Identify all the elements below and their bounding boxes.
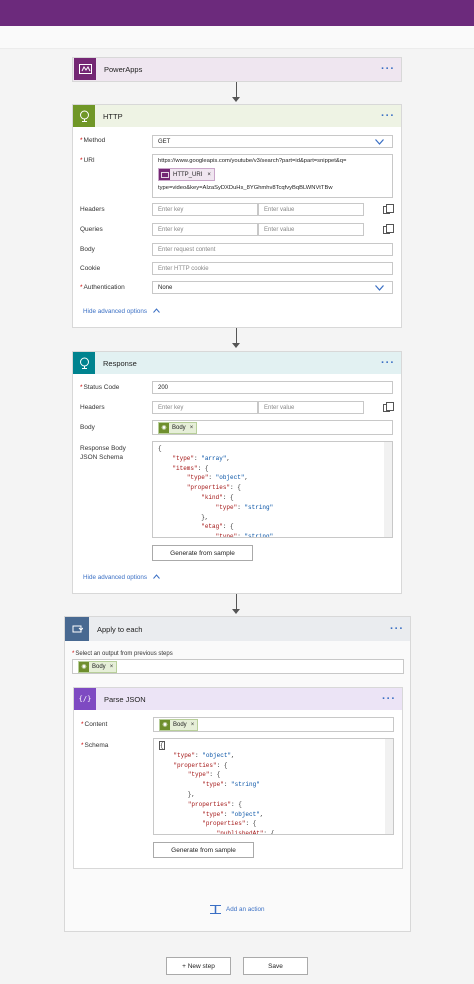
connector-line — [236, 82, 237, 98]
uri-label: *URI — [80, 157, 95, 164]
header-key-input[interactable]: Enter key — [152, 401, 258, 414]
method-select[interactable]: GET — [152, 135, 393, 148]
remove-token-icon[interactable]: × — [109, 663, 114, 670]
remove-token-icon[interactable]: × — [207, 171, 211, 178]
header-value-input[interactable]: Enter value — [258, 401, 364, 414]
http-header[interactable]: HTTP ··· — [73, 105, 401, 127]
remove-token-icon[interactable]: × — [189, 424, 194, 431]
powerapps-icon — [159, 169, 170, 180]
body-token[interactable]: ◉Body× — [78, 660, 118, 673]
powerapps-icon — [74, 58, 96, 80]
more-options-icon[interactable]: ··· — [390, 623, 404, 635]
powerapps-header[interactable]: PowerApps ··· — [73, 58, 401, 80]
uri-token-label: HTTP_URI — [173, 171, 203, 178]
schema-editor[interactable]: { "type": "object", "properties": { "typ… — [153, 738, 394, 835]
uri-text-line2: type=video&key=AIzaSyDXDuHs_8YGhmhv8Tcqf… — [158, 185, 333, 191]
schema-editor[interactable]: { "type": "array", "items": { "type": "o… — [152, 441, 393, 538]
switch-to-text-icon[interactable] — [383, 224, 394, 234]
schema-label: *Schema — [81, 742, 109, 749]
more-options-icon[interactable]: ··· — [381, 357, 395, 369]
braces-icon: {/} — [74, 688, 96, 710]
connector-arrow — [232, 609, 240, 614]
select-output-label: *Select an output from previous steps — [72, 651, 173, 657]
connector-arrow — [232, 97, 240, 102]
remove-token-icon[interactable]: × — [190, 721, 195, 728]
select-output-input[interactable]: ◉Body× — [72, 659, 404, 674]
apply-to-each-card: Apply to each ··· *Select an output from… — [64, 616, 411, 932]
http-title: HTTP — [103, 111, 123, 121]
header-value-input[interactable]: Enter value — [258, 203, 364, 216]
uri-token[interactable]: HTTP_URI × — [158, 168, 215, 181]
response-card: Response ··· *Status Code 200 Headers En… — [72, 351, 402, 594]
more-options-icon[interactable]: ··· — [381, 63, 395, 75]
body-label: Body — [80, 246, 95, 253]
header-key-input[interactable]: Enter key — [152, 203, 258, 216]
globe-icon: ◉ — [159, 422, 169, 433]
top-app-bar — [0, 0, 474, 26]
powerapps-card[interactable]: PowerApps ··· — [72, 57, 402, 82]
body-input[interactable]: ◉Body× — [152, 420, 393, 435]
cookie-input[interactable]: Enter HTTP cookie — [152, 262, 393, 275]
response-header[interactable]: Response ··· — [73, 352, 401, 374]
globe-icon — [73, 105, 95, 127]
more-options-icon[interactable]: ··· — [382, 693, 396, 705]
scrollbar[interactable] — [384, 442, 392, 537]
queries-label: Queries — [80, 226, 103, 233]
cookie-label: Cookie — [80, 265, 101, 272]
chevron-up-icon — [152, 308, 160, 313]
generate-from-sample-button[interactable]: Generate from sample — [152, 545, 253, 561]
hide-advanced-options-link[interactable]: Hide advanced options — [83, 574, 160, 581]
authentication-label: *Authentication — [80, 284, 125, 291]
method-label: *Method — [80, 137, 106, 144]
content-input[interactable]: ◉Body× — [153, 717, 394, 732]
loop-icon — [65, 617, 89, 641]
headers-label: Headers — [80, 206, 105, 213]
schema-label: Response Body JSON Schema — [80, 445, 126, 461]
chevron-down-icon — [375, 285, 384, 291]
chevron-up-icon — [152, 574, 160, 579]
content-label: *Content — [81, 721, 108, 728]
apply-to-each-header[interactable]: Apply to each ··· — [65, 617, 410, 641]
body-label: Body — [80, 424, 95, 431]
apply-to-each-title: Apply to each — [97, 624, 143, 634]
add-an-action-link[interactable]: Add an action — [210, 905, 265, 914]
body-token[interactable]: ◉Body× — [159, 718, 199, 731]
response-title: Response — [103, 358, 137, 368]
uri-text-line1: https://www.googleapis.com/youtube/v3/se… — [158, 158, 347, 164]
new-step-button[interactable]: + New step — [166, 957, 231, 975]
connector-line — [236, 328, 237, 344]
scrollbar[interactable] — [385, 739, 393, 834]
globe-icon — [73, 352, 95, 374]
chevron-down-icon — [375, 139, 384, 145]
authentication-select[interactable]: None — [152, 281, 393, 294]
switch-to-text-icon[interactable] — [383, 402, 394, 412]
globe-icon: ◉ — [160, 719, 170, 730]
hide-advanced-options-link[interactable]: Hide advanced options — [83, 308, 160, 315]
headers-label: Headers — [80, 404, 105, 411]
connector-arrow — [232, 343, 240, 348]
parse-json-header[interactable]: {/} Parse JSON ··· — [74, 688, 402, 710]
query-value-input[interactable]: Enter value — [258, 223, 364, 236]
connector-line — [236, 594, 237, 610]
globe-icon: ◉ — [79, 661, 89, 672]
add-action-icon — [210, 905, 221, 914]
designer-toolbar — [0, 26, 474, 49]
body-token[interactable]: ◉Body× — [158, 421, 198, 434]
save-button[interactable]: Save — [243, 957, 308, 975]
query-key-input[interactable]: Enter key — [152, 223, 258, 236]
uri-input[interactable]: https://www.googleapis.com/youtube/v3/se… — [152, 154, 393, 198]
http-card: HTTP ··· *Method GET *URI https://www.go… — [72, 104, 402, 328]
parse-json-title: Parse JSON — [104, 694, 146, 704]
parse-json-card: {/} Parse JSON ··· *Content ◉Body× *Sche… — [73, 687, 403, 869]
powerapps-title: PowerApps — [104, 64, 143, 74]
status-code-input[interactable]: 200 — [152, 381, 393, 394]
status-code-label: *Status Code — [80, 384, 120, 391]
body-input[interactable]: Enter request content — [152, 243, 393, 256]
switch-to-text-icon[interactable] — [383, 204, 394, 214]
generate-from-sample-button[interactable]: Generate from sample — [153, 842, 254, 858]
more-options-icon[interactable]: ··· — [381, 110, 395, 122]
